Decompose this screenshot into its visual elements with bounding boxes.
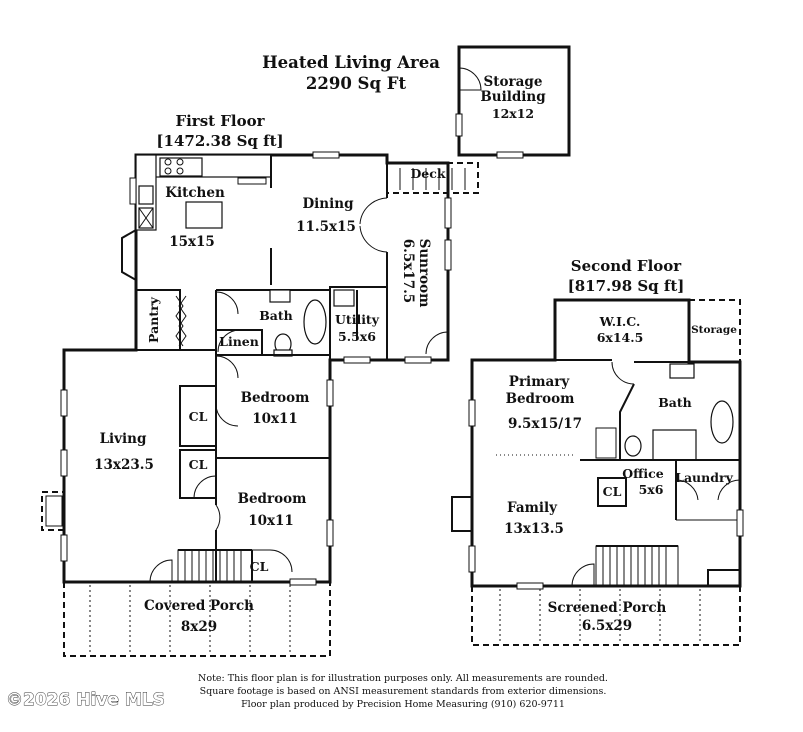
wic-label: W.I.C. [599,314,641,329]
dining-label: Dining [302,196,354,212]
primary-bedroom-label-1: Primary [509,374,571,390]
second-bath-label: Bath [658,395,692,410]
closet-3-label: CL [250,559,269,574]
second-floor-title: Second Floor [571,257,682,275]
deck-label: Deck [410,166,445,181]
pantry-label: Pantry [146,296,161,343]
family-dims: 13x13.5 [504,521,564,537]
linen-label: Linen [219,334,259,349]
laundry-label: Laundry [675,470,733,485]
covered-porch-label: Covered Porch [144,598,254,614]
storage-building-dims: 12x12 [492,106,534,121]
covered-porch-dims: 8x29 [181,619,217,635]
dining-dims: 11.5x15 [296,219,356,235]
bedroom-1-label: Bedroom [241,390,310,406]
first-floor-area: [1472.38 Sq ft] [156,132,283,150]
second-closet-label: CL [603,484,622,499]
screened-porch-label: Screened Porch [548,600,667,616]
mls-watermark: ©2026 Hive MLS [6,690,165,710]
footnote-2: Square footage is based on ANSI measurem… [200,686,607,697]
bath-label: Bath [259,308,293,323]
second-floor-area: [817.98 Sq ft] [568,277,685,295]
living-dims: 13x23.5 [94,457,154,473]
footnote-1: Note: This floor plan is for illustratio… [198,673,608,684]
storage-label: Storage [691,324,737,336]
storage-building-label-1: Storage [484,74,543,90]
footnote-3: Floor plan produced by Precision Home Me… [241,699,565,710]
family-label: Family [507,500,558,516]
closet-2-label: CL [189,457,208,472]
bedroom-2-label: Bedroom [238,491,307,507]
first-floor-plan [41,151,479,657]
primary-bedroom-dims: 9.5x15/17 [508,416,582,432]
kitchen-label: Kitchen [165,185,225,201]
sunroom-dims: 6.5x17.5 [400,239,416,303]
storage-building [455,45,571,159]
storage-building-label-2: Building [480,89,546,105]
utility-label: Utility [335,312,380,327]
living-label: Living [100,431,147,447]
heated-area-title: Heated Living Area [262,53,440,72]
heated-area-sqft: 2290 Sq Ft [306,74,407,93]
second-floor-plan [451,298,744,646]
office-dims: 5x6 [639,482,664,497]
screened-porch-dims: 6.5x29 [582,618,632,634]
sunroom-label: Sunroom [416,239,432,308]
closet-1-label: CL [189,409,208,424]
office-label: Office [622,466,664,481]
kitchen-dims: 15x15 [169,234,215,250]
bedroom-2-dims: 10x11 [248,513,294,529]
bedroom-1-dims: 10x11 [252,411,298,427]
utility-dims: 5.5x6 [338,329,376,344]
first-floor-title: First Floor [175,112,265,130]
primary-bedroom-label-2: Bedroom [506,391,575,407]
wic-dims: 6x14.5 [597,330,644,345]
